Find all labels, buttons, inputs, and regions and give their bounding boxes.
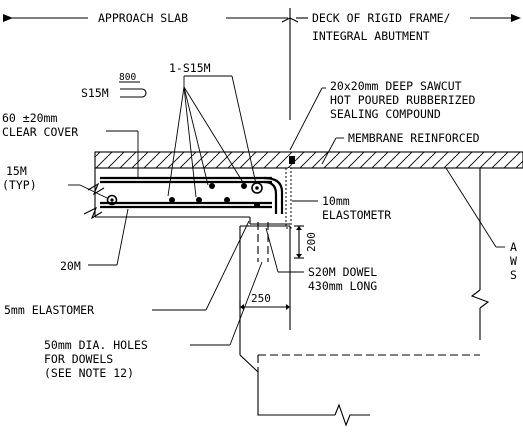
bar-15m-label-line2: (TYP)	[2, 178, 37, 192]
leader-lines	[68, 75, 505, 346]
clear-cover-label-line1: 60 ±20mm	[2, 111, 57, 125]
approach-slab-label: APPROACH SLAB	[98, 11, 188, 25]
section-cut-s: S	[510, 268, 517, 282]
elastomer-5mm-label: 5mm ELASTOMER	[4, 303, 94, 317]
holes-label-line3: (SEE NOTE 12)	[44, 366, 134, 380]
elastomer-10mm-line1: 10mm	[322, 194, 350, 208]
holes-label-line1: 50mm DIA. HOLES	[44, 338, 148, 352]
sawcut-label-line3: SEALING COMPOUND	[330, 107, 441, 121]
dimension-250-label: 250	[251, 292, 271, 305]
s15m-hook-symbol	[119, 81, 147, 98]
rebar-15m-circle	[106, 194, 118, 206]
header-dimension-lines	[3, 8, 521, 120]
dowel-label-line1: S20M DOWEL	[308, 265, 377, 279]
s15m-label: S15M	[81, 86, 109, 100]
dimension-200	[294, 225, 304, 259]
dimension-250	[240, 304, 290, 310]
bar-20m-label: 20M	[60, 259, 81, 273]
joint-elastomer	[285, 156, 295, 229]
section-cut-a: A	[510, 240, 517, 254]
membrane-hatch	[94, 151, 523, 169]
deck-label-line2: INTEGRAL ABUTMENT	[312, 29, 430, 43]
sawcut-label-line2: HOT POURED RUBBERIZED	[330, 93, 475, 107]
abutment-wall	[239, 168, 490, 427]
bar-15m-label-line1: 15M	[6, 164, 27, 178]
deck-label-line1: DECK OF RIGID FRAME/	[312, 11, 451, 25]
rebar-s15m-circle	[251, 182, 263, 194]
dowel-label-line2: 430mm LONG	[308, 279, 377, 293]
clear-cover-label-line2: CLEAR COVER	[2, 125, 78, 139]
elastomer-10mm-line2: ELASTOMETR	[322, 208, 391, 222]
section-cut-w: W	[510, 254, 517, 268]
reinforcement	[100, 176, 284, 214]
holes-label-line2: FOR DOWELS	[44, 352, 113, 366]
dimension-200-label: 200	[305, 232, 318, 252]
membrane-label: MEMBRANE REINFORCED	[348, 131, 480, 145]
deck-section	[83, 151, 523, 224]
one-s15m-label: 1-S15M	[169, 61, 211, 75]
s15m-length-label: 800	[119, 72, 136, 83]
sawcut-label-line1: 20x20mm DEEP SAWCUT	[330, 79, 462, 93]
